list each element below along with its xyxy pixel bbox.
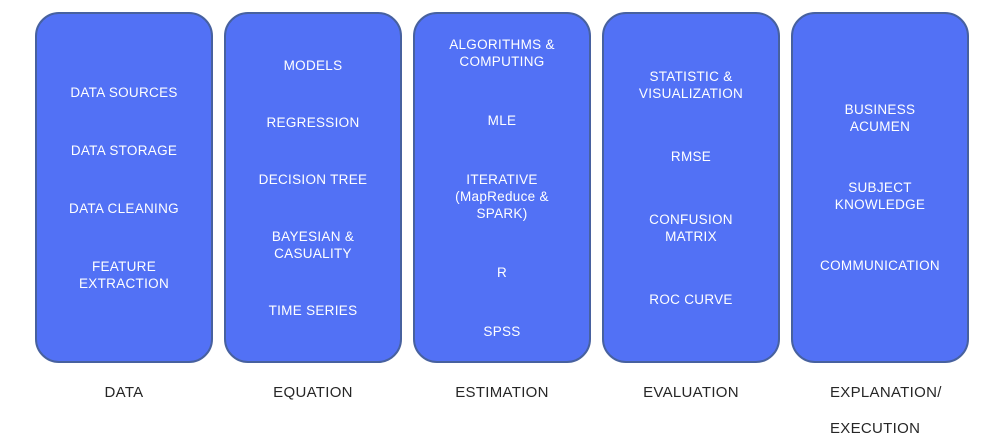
column-label-explanation-execution: EXPLANATION/ EXECUTION	[830, 384, 942, 437]
card-item: BUSINESS ACUMEN	[844, 102, 916, 134]
card-item: COMMUNICATION	[820, 258, 940, 273]
column-label-equation: EQUATION	[273, 384, 353, 401]
card-item: CONFUSION MATRIX	[649, 211, 733, 244]
card-item: REGRESSION	[266, 114, 360, 130]
card-item: DATA STORAGE	[70, 142, 178, 158]
card-item: ALGORITHMS & COMPUTING	[449, 36, 555, 69]
card-item: DECISION TREE	[258, 171, 368, 187]
card-item: TIME SERIES	[268, 302, 358, 318]
card-item: ROC CURVE	[649, 291, 733, 307]
card-item: DATA CLEANING	[69, 200, 179, 216]
column-label-data: DATA	[104, 384, 144, 401]
card-item: FEATURE EXTRACTION	[78, 258, 169, 291]
cards-row: DATA SOURCES DATA STORAGE DATA CLEANING FEA…	[35, 12, 969, 363]
card-item: BAYESIAN & CASUALITY	[271, 228, 355, 261]
card-item: SPSS	[483, 323, 521, 339]
card-data: DATA SOURCES DATA STORAGE DATA CLEANING FEA…	[35, 12, 213, 363]
column-label-evaluation: EVALUATION	[643, 384, 739, 401]
card-explanation-execution: BUSINESS ACUMEN SUBJECT KNOWLEDGE COMMUNIC…	[791, 12, 969, 363]
card-item: MLE	[487, 112, 517, 128]
card-equation: MODELS REGRESSION DECISION TREE BAYESIAN & …	[224, 12, 402, 363]
card-item: RMSE	[670, 148, 712, 164]
card-item: ITERATIVE (MapReduce & SPARK)	[455, 171, 549, 221]
card-evaluation: STATISTIC & VISUALIZATION RMSE CONFUSION M…	[602, 12, 780, 363]
labels-row: DATA EQUATION ESTIMATION EVALUATION EXPLANAT…	[35, 375, 969, 447]
card-item: MODELS	[283, 57, 343, 73]
card-item: SUBJECT KNOWLEDGE	[834, 180, 926, 212]
column-label-estimation: ESTIMATION	[455, 384, 549, 401]
card-item: DATA SOURCES	[70, 84, 178, 100]
card-item: STATISTIC & VISUALIZATION	[638, 68, 744, 101]
card-item: R	[496, 264, 508, 280]
card-estimation: ALGORITHMS & COMPUTING MLE ITERATIVE (MapR…	[413, 12, 591, 363]
